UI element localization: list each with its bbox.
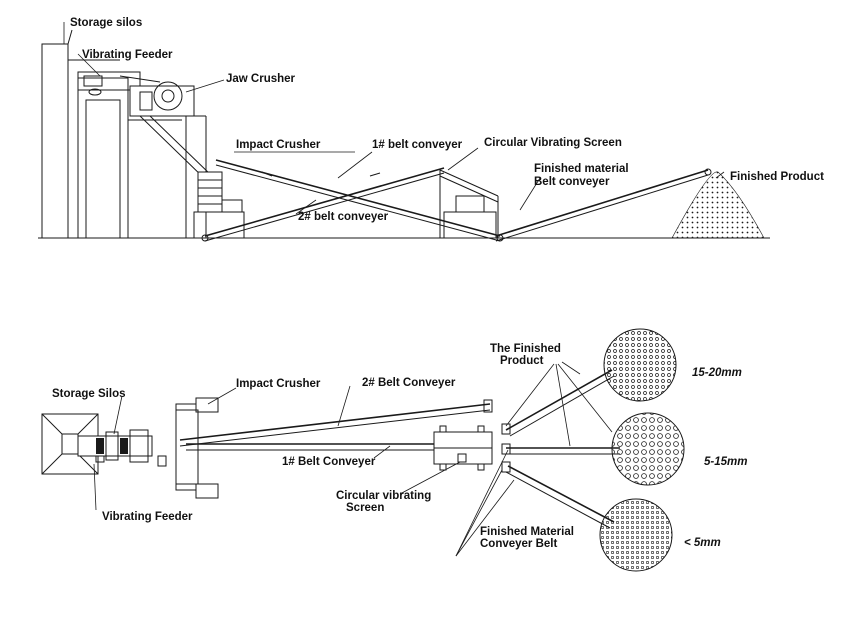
label-belt-conveyor-2: 2# belt conveyer [298, 211, 389, 223]
label-finished-material: Finished material [534, 163, 629, 175]
pile-5-15mm [611, 412, 685, 486]
label-jaw-crusher: Jaw Crusher [226, 73, 296, 85]
side-vibrating-feeder [77, 71, 161, 96]
label-plan-belt-conveyor-1: 1# Belt Conveyer [282, 456, 376, 468]
plan-vibrating-feeder [77, 429, 167, 467]
side-chute [139, 115, 207, 181]
side-finished-belt-conveyor [495, 168, 712, 242]
plan-circular-vibrating-screen [433, 425, 493, 471]
side-view: Storage silos Vibrating Feeder Jaw Crush… [38, 17, 824, 242]
side-jaw-crusher [129, 81, 207, 238]
label-size-15-20mm: 15-20mm [692, 367, 742, 379]
label-plan-vibrating-feeder: Vibrating Feeder [102, 511, 193, 523]
label-plan-impact-crusher: Impact Crusher [236, 378, 321, 390]
label-storage-silos: Storage silos [70, 17, 142, 29]
label-vibrating-feeder: Vibrating Feeder [82, 49, 173, 61]
label-plan-belt-conveyor-2: 2# Belt Conveyer [362, 377, 456, 389]
label-belt-conveyer: Belt conveyer [534, 176, 610, 188]
label-size-5-15mm: 5-15mm [704, 456, 747, 468]
label-product: Product [500, 355, 544, 367]
finished-product-pile [671, 171, 765, 239]
plan-belt-conveyor-1 [186, 443, 440, 451]
side-belt-conveyor-1 [215, 159, 504, 242]
side-belt-conveyor-2 [201, 167, 445, 242]
side-impact-crusher [193, 171, 245, 239]
pile-15-20mm [603, 328, 677, 402]
label-screen: Screen [346, 502, 384, 514]
label-finished-material: Finished Material [480, 526, 574, 538]
label-the-finished: The Finished [490, 343, 561, 355]
label-circular-vibrating-screen: Circular Vibrating Screen [484, 137, 622, 149]
label-circular-vibrating: Circular vibrating [336, 490, 431, 502]
label-belt-conveyor-1: 1# belt conveyer [372, 139, 463, 151]
side-circular-vibrating-screen [439, 169, 499, 239]
label-impact-crusher: Impact Crusher [236, 139, 321, 151]
side-storage-silo [41, 29, 182, 239]
plan-belt-conveyor-2 [179, 399, 493, 447]
plan-finished-conveyors [501, 369, 620, 529]
label-finished-product: Finished Product [730, 171, 824, 183]
label-plan-storage-silos: Storage Silos [52, 388, 126, 400]
plan-view: The Finished Product Storage Silos Impac… [41, 328, 747, 572]
plan-impact-crusher [175, 397, 219, 499]
pile-lt-5mm [599, 498, 673, 572]
label-conveyer-belt: Conveyer Belt [480, 538, 558, 550]
label-size-lt-5mm: < 5mm [684, 537, 721, 549]
